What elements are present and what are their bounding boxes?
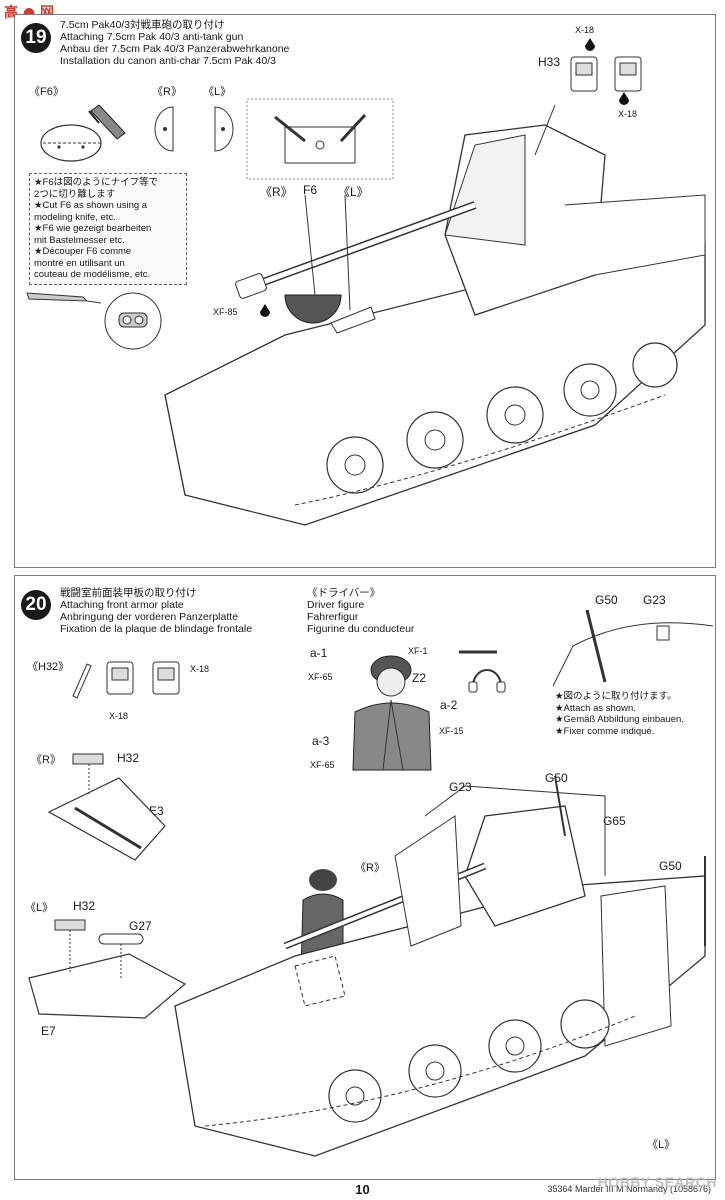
gun-mount-detail-inset bbox=[245, 97, 395, 182]
note-line: modeling knife, etc. bbox=[34, 211, 116, 223]
xf65-paint-label-b: XF-65 bbox=[310, 760, 335, 770]
h33-clamp-parts bbox=[567, 53, 657, 98]
step-20-panel: 20 戦闘室前面装甲板の取り付け Attaching front armor p… bbox=[14, 575, 716, 1180]
x18-paint-label: X-18 bbox=[190, 664, 210, 674]
x18-paint-label: X-18 bbox=[575, 25, 595, 35]
r-plate-label: 《R》 bbox=[31, 754, 61, 766]
headphones-icon bbox=[457, 644, 527, 694]
cut-instruction-note: ★F6は図のようにナイフ等で 2つに切り離します ★Cut F6 as show… bbox=[29, 173, 187, 285]
step-number-badge: 19 bbox=[21, 23, 51, 53]
heading-de: Anbau der 7.5cm Pak 40/3 Panzerabwehrkan… bbox=[60, 43, 290, 55]
r-armor-plate-label: 《R》 bbox=[355, 862, 385, 874]
xf15-paint-label: XF-15 bbox=[439, 726, 464, 736]
xf65-paint-label: XF-65 bbox=[308, 672, 333, 682]
note-line: montré en utilisant un bbox=[34, 257, 125, 269]
driver-figure-illustration bbox=[345, 646, 445, 774]
g50-inset-label: G50 bbox=[595, 593, 618, 607]
e7-plate-diagram bbox=[25, 914, 195, 1034]
note-line: 2つに切り離します bbox=[34, 188, 116, 200]
note-line: ★図のように取り付けます。 bbox=[555, 691, 677, 702]
f6-gun-label: F6 bbox=[303, 183, 318, 197]
r-l-halves-diagram bbox=[153, 99, 243, 159]
watermark-hobby-search: HOBBY SEARCH bbox=[597, 1174, 717, 1190]
note-line: ★Découper F6 comme bbox=[34, 246, 132, 257]
attach-as-shown-note: ★図のように取り付けます。 ★Attach as shown. ★Gemäß A… bbox=[555, 691, 684, 737]
step-heading: 戦闘室前面装甲板の取り付け Attaching front armor plat… bbox=[60, 587, 252, 635]
l-gun-side-label: 《L》 bbox=[338, 185, 369, 199]
a2-part-label: a-2 bbox=[440, 698, 458, 712]
step-19-panel: 19 7.5cm Pak40/3対戦車砲の取り付け Attaching 7.5c… bbox=[14, 14, 716, 568]
kit-code-footer: 35364 Marder III M Normandy (1058676) bbox=[547, 1184, 711, 1194]
driver-figure-heading: 《ドライバー》 Driver figure Fahrerfigur Figuri… bbox=[307, 587, 414, 635]
tank-main-drawing-step20 bbox=[165, 776, 715, 1176]
e7-part-label: E7 bbox=[41, 1024, 56, 1038]
r-gun-side-label: 《R》 bbox=[260, 185, 293, 199]
kit-title: Marder III M Normandy (1058676) bbox=[574, 1184, 711, 1194]
h33-part-label: H33 bbox=[538, 55, 561, 69]
g65-part-label: G65 bbox=[603, 814, 626, 828]
xf1-paint-label: XF-1 bbox=[408, 646, 428, 656]
note-line: ★Attach as shown. bbox=[555, 702, 636, 714]
note-line: ★Gemäß Abbildung einbauen. bbox=[555, 714, 684, 725]
g23-part-label: G23 bbox=[449, 780, 472, 794]
driver-fr: Figurine du conducteur bbox=[307, 623, 415, 635]
x18-paint-label-b: X-18 bbox=[618, 109, 638, 119]
a3-part-label: a-3 bbox=[312, 734, 330, 748]
heading-fr: Fixation de la plaque de blindage fronta… bbox=[60, 623, 253, 635]
heading-ja: 7.5cm Pak40/3対戦車砲の取り付け bbox=[60, 19, 225, 31]
knife-detail-diagram bbox=[23, 283, 173, 353]
driver-de: Fahrerfigur bbox=[307, 611, 359, 623]
h32-callout-label: 《H32》 bbox=[27, 661, 70, 673]
step-heading: 7.5cm Pak40/3対戦車砲の取り付け Attaching 7.5cm P… bbox=[60, 19, 289, 67]
paint-drop-icon bbox=[260, 304, 270, 317]
paint-drop-icon bbox=[619, 92, 629, 105]
xf85-paint-label: XF-85 bbox=[213, 307, 238, 317]
note-line: ★Cut F6 as shown using a bbox=[34, 200, 148, 211]
e3-plate-diagram bbox=[45, 748, 175, 868]
g50-rear-label: G50 bbox=[659, 859, 682, 873]
r-callout-label: 《R》 bbox=[152, 86, 182, 98]
tank-main-drawing-step19 bbox=[145, 95, 715, 565]
a1-part-label: a-1 bbox=[310, 646, 328, 660]
paint-drop-icon bbox=[585, 38, 595, 51]
note-line: ★F6 wie gezeigt bearbeiten bbox=[34, 223, 152, 234]
page-number: 10 bbox=[355, 1182, 370, 1197]
l-callout-label: 《L》 bbox=[203, 86, 232, 98]
note-line: couteau de modélisme, etc. bbox=[34, 269, 151, 280]
antenna-mount-inset bbox=[553, 606, 713, 686]
f6-callout-label: 《F6》 bbox=[29, 86, 64, 98]
heading-ja: 戦闘室前面装甲板の取り付け bbox=[60, 587, 197, 599]
l-armor-plate-label: 《L》 bbox=[647, 1139, 676, 1151]
heading-en: Attaching 7.5cm Pak 40/3 anti-tank gun bbox=[60, 31, 244, 43]
x18-paint-label-b: X-18 bbox=[109, 711, 129, 721]
kit-code: 35364 bbox=[547, 1184, 573, 1194]
h32-r-label: H32 bbox=[117, 751, 140, 765]
step-number-badge: 20 bbox=[21, 590, 51, 620]
note-line: ★Fixer comme indiqué. bbox=[555, 725, 655, 737]
heading-fr: Installation du canon anti-char 7.5cm Pa… bbox=[60, 55, 276, 67]
note-line: mit Bastelmesser etc. bbox=[34, 234, 125, 246]
f6-cut-diagram bbox=[29, 97, 139, 177]
l-plate-label: 《L》 bbox=[25, 902, 54, 914]
driver-en: Driver figure bbox=[307, 599, 365, 611]
g27-part-label: G27 bbox=[129, 919, 152, 933]
driver-ja: 《ドライバー》 bbox=[307, 587, 381, 599]
heading-en: Attaching front armor plate bbox=[60, 599, 184, 611]
h32-l-label: H32 bbox=[73, 899, 96, 913]
h32-part-sketch bbox=[67, 660, 97, 700]
note-line: ★F6は図のようにナイフ等で bbox=[34, 177, 159, 188]
g23-inset-label: G23 bbox=[643, 593, 666, 607]
z2-part-label: Z2 bbox=[412, 671, 427, 685]
heading-de: Anbringung der vorderen Panzerplatte bbox=[60, 611, 239, 623]
h32-clamp-parts bbox=[103, 660, 193, 698]
